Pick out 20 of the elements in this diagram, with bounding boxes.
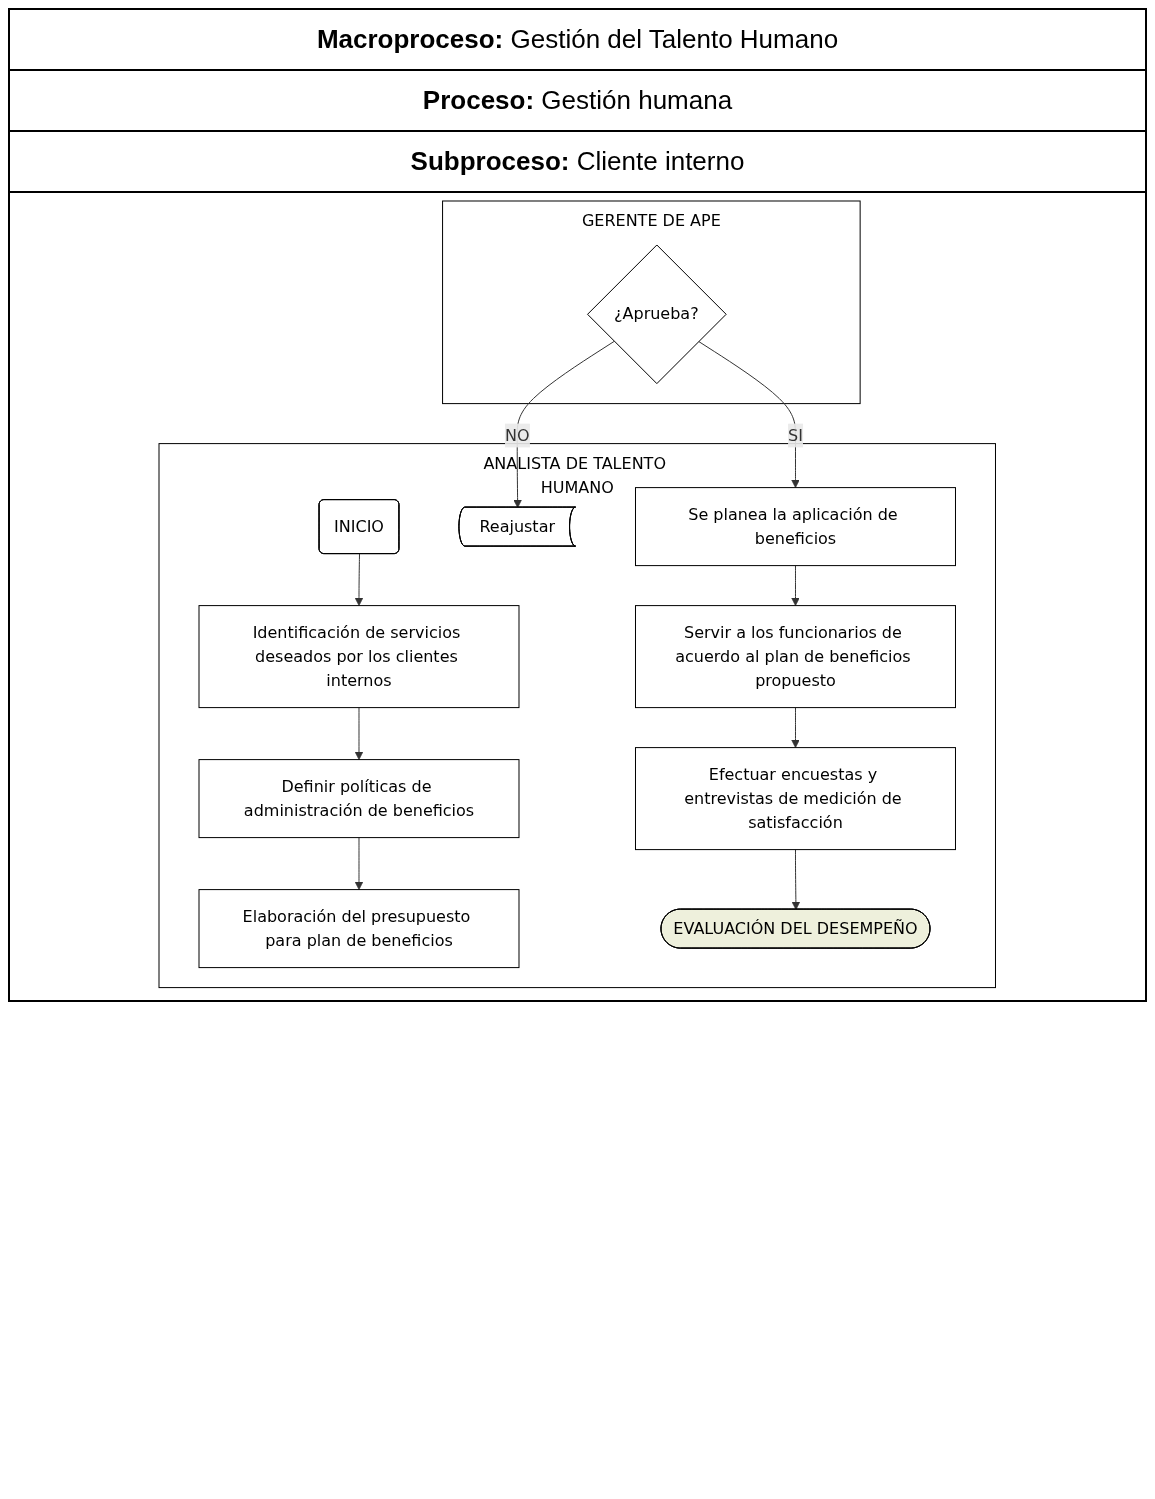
node-diamond: ¿Aprueba? <box>587 244 727 385</box>
node-box: Identificación de servicios deseados por los clientes internos <box>198 605 520 709</box>
node-box: Definir políticas de administración de beneficios <box>198 759 520 839</box>
edge-label: SI <box>788 425 804 445</box>
arrow <box>354 553 364 606</box>
node-box: Efectuar encuestas y entrevistas de medición de satisfacción <box>635 747 957 851</box>
arrow <box>791 565 801 606</box>
header-row: Subproceso: Cliente interno <box>10 132 1145 193</box>
arrow <box>791 707 801 748</box>
header-row: Macroproceso: Gestión del Talento Humano <box>10 10 1145 71</box>
arrow <box>698 340 801 488</box>
arrow <box>513 340 615 508</box>
arrow <box>354 837 364 890</box>
arrow <box>791 849 801 910</box>
edge-label: NO <box>505 425 530 445</box>
node-box: Servir a los funcionarios de acuerdo al plan de beneficios propuesto <box>635 605 957 709</box>
node-box: Elaboración del presupuesto para plan de beneficios <box>198 889 520 969</box>
node-box: Se planea la aplicación de beneficios <box>635 487 957 567</box>
arrow <box>354 707 364 760</box>
header-row: Proceso: Gestión humana <box>10 71 1145 132</box>
